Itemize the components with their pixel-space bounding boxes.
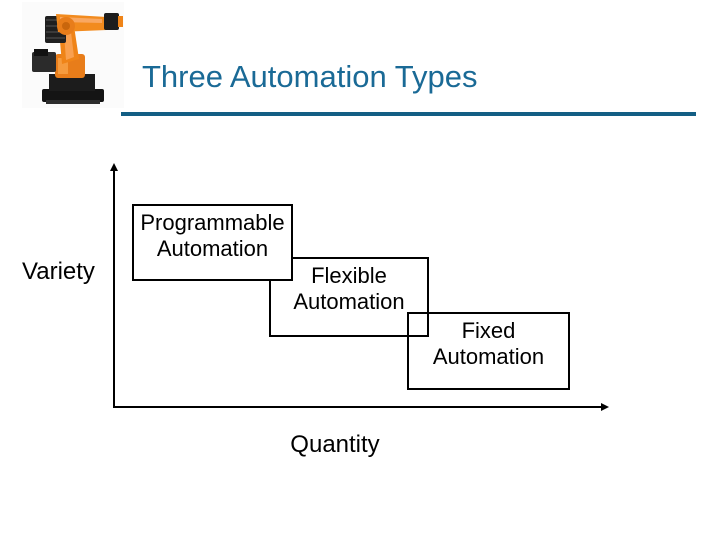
title-underline — [121, 112, 696, 116]
box-label-line: Automation — [432, 344, 545, 369]
page-title: Three Automation Types — [142, 59, 478, 94]
x-axis-arrowhead-icon — [601, 403, 609, 411]
box-label-line: Fixed — [461, 318, 516, 343]
robot-graphic — [22, 2, 124, 108]
x-axis-label: Quantity — [290, 431, 380, 458]
y-axis-arrowhead-icon — [110, 163, 118, 171]
box-flexible-automation: Flexible Automation — [269, 257, 429, 337]
box-label-line: Flexible — [311, 263, 387, 288]
box-fixed-automation: Fixed Automation — [407, 312, 570, 390]
box-programmable-automation: Programmable Automation — [132, 204, 293, 281]
box-label-line: Automation — [156, 236, 269, 261]
y-axis-label: Variety — [22, 258, 95, 285]
industrial-robot-icon — [22, 2, 124, 108]
box-label-line: Programmable — [140, 210, 285, 235]
box-label-line: Automation — [293, 289, 405, 314]
x-axis-line — [113, 406, 605, 408]
y-axis-line — [113, 169, 115, 408]
